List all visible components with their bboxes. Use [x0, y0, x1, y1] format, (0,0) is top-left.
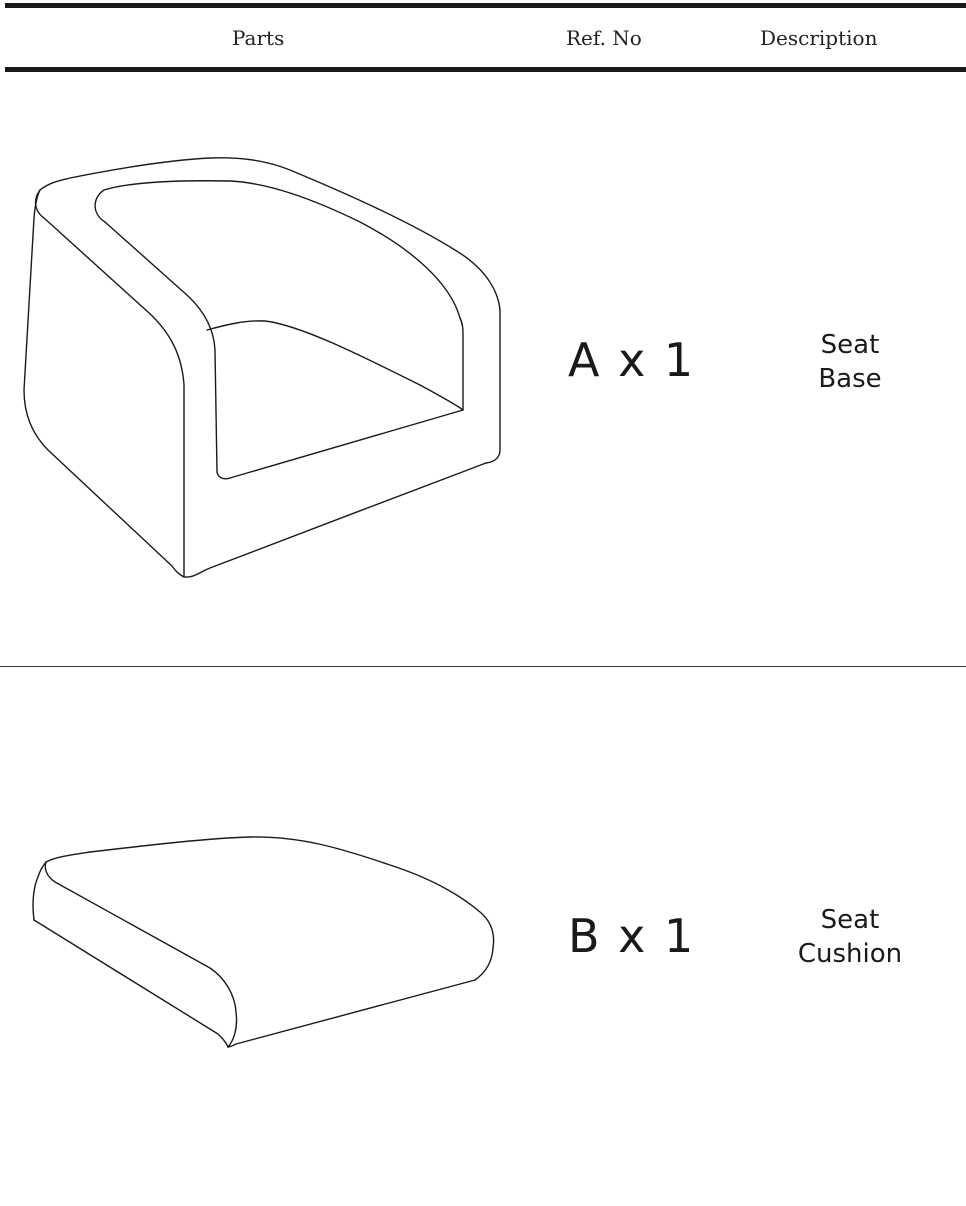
description-b-line2: Cushion: [797, 939, 903, 969]
header-parts: Parts: [232, 26, 285, 50]
ref-no-a: A x 1: [568, 333, 696, 387]
header-bottom-rule: [5, 67, 966, 72]
description-b-line1: Seat: [820, 905, 880, 935]
header-ref-no: Ref. No: [566, 26, 642, 50]
description-b: Seat Cushion: [780, 903, 920, 971]
header-description: Description: [760, 26, 878, 50]
description-a-line2: Base: [818, 364, 882, 394]
row-divider: [0, 666, 966, 667]
header-top-rule: [5, 3, 966, 8]
description-a-line1: Seat: [820, 330, 880, 360]
ref-no-b: B x 1: [568, 909, 696, 963]
seat-cushion-icon: [32, 836, 495, 1048]
seat-base-icon: [23, 157, 501, 578]
description-a: Seat Base: [780, 328, 920, 396]
